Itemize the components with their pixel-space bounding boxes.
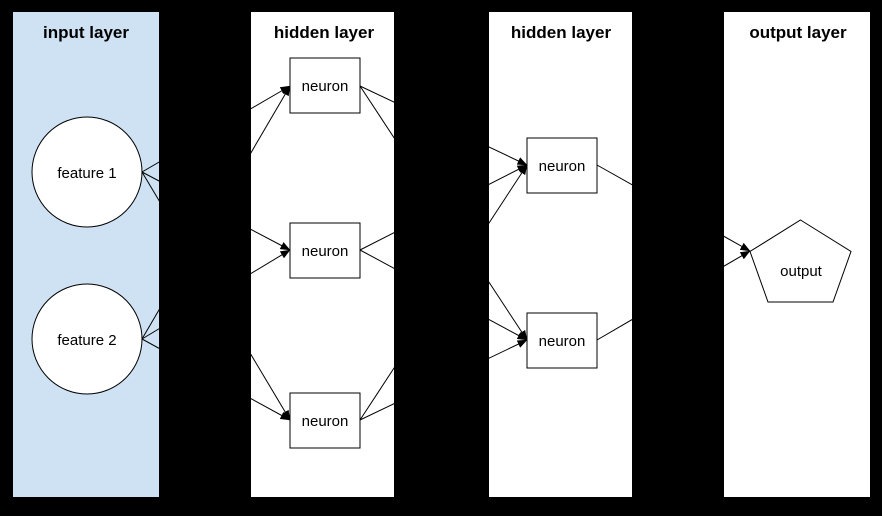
hidden1-neuron-3-node	[289, 392, 361, 449]
hidden-layer-2-panel	[489, 12, 632, 497]
hidden2-neuron-1-label: neuron	[539, 158, 586, 175]
hidden1-neuron-1-label: neuron	[302, 78, 349, 95]
hidden1-neuron-3-label: neuron	[302, 413, 349, 430]
output-node	[749, 219, 852, 303]
input-layer-title: input layer	[43, 23, 129, 42]
hidden2-neuron-1-node	[526, 137, 598, 194]
feature-2-node	[31, 283, 143, 395]
output-label: output	[780, 263, 823, 280]
input-layer-panel	[13, 12, 159, 497]
feature-1-label: feature 1	[57, 165, 116, 182]
output-layer-title: output layer	[749, 23, 847, 42]
hidden1-neuron-2-node	[289, 222, 361, 279]
feature-2-label: feature 2	[57, 332, 116, 349]
hidden2-neuron-2-label: neuron	[539, 333, 586, 350]
hidden1-neuron-2-label: neuron	[302, 243, 349, 260]
feature-1-node	[31, 116, 143, 228]
hidden-layer-2-title: hidden layer	[511, 23, 612, 42]
hidden-layer-1-title: hidden layer	[274, 23, 375, 42]
hidden2-neuron-2-node	[526, 312, 598, 369]
hidden1-neuron-1-node	[289, 57, 361, 114]
